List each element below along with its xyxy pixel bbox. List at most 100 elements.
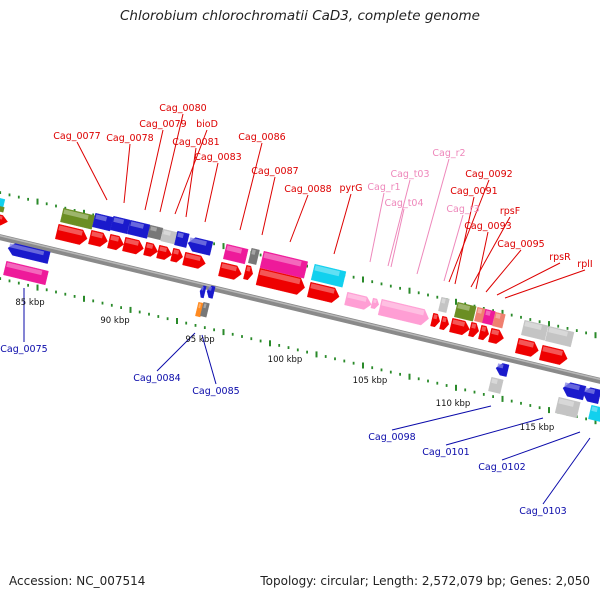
gene-highlight — [226, 245, 243, 254]
gene-highlight — [6, 262, 43, 276]
ruler-tick — [120, 306, 122, 309]
gene-feature — [482, 308, 496, 326]
gene-label: Cag_0079 — [139, 119, 186, 130]
gene-feature — [143, 241, 158, 257]
gene-highlight — [125, 238, 140, 246]
gene-feature — [7, 243, 51, 264]
label-leader-line — [496, 262, 561, 296]
scale-label: 90 kbp — [100, 316, 129, 326]
gene-feature — [521, 319, 549, 341]
gene-highlight — [91, 231, 104, 239]
gene-highlight — [497, 363, 504, 369]
label-leader-line — [485, 249, 522, 293]
ruler-tick — [566, 327, 569, 330]
ruler-tick — [222, 329, 225, 336]
gene-label: Cag_t03 — [390, 169, 429, 180]
gene-highlight — [457, 303, 471, 311]
gene-feature — [3, 260, 49, 286]
gene-highlight — [189, 237, 207, 246]
ruler-tick — [250, 337, 253, 341]
gene-highlight — [95, 214, 108, 222]
gene-feature — [377, 298, 429, 326]
gene-feature — [488, 376, 504, 394]
ruler-tick — [278, 344, 281, 347]
gene-arrow — [223, 243, 249, 265]
gene-feature — [554, 396, 581, 419]
gene-highlight — [9, 243, 45, 256]
topology-text: Topology: circular; Length: 2,572,079 bp… — [260, 574, 590, 588]
ruler-tick — [548, 407, 550, 414]
label-leader-line — [387, 179, 411, 267]
ruler-tick — [185, 321, 188, 325]
gene-label: Cag_0092 — [465, 169, 512, 180]
label-leader-line — [416, 158, 450, 275]
gene-feature — [170, 247, 183, 263]
gene-label: Cag_0103 — [519, 506, 566, 517]
gene-label: Cag_t04 — [384, 198, 423, 209]
gene-arrow — [430, 312, 441, 328]
gene-feature — [439, 315, 450, 331]
ruler-tick — [64, 292, 67, 296]
ruler-tick — [83, 209, 85, 216]
gene-highlight — [198, 303, 202, 309]
gene-label: Cag_0102 — [478, 462, 525, 473]
label-leader-line — [239, 142, 263, 231]
gene-highlight — [310, 283, 335, 294]
ruler-tick — [259, 253, 262, 257]
gene-feature — [182, 251, 206, 269]
gene-feature — [206, 285, 216, 299]
ruler-tick — [399, 286, 401, 290]
gene-feature — [88, 229, 108, 247]
label-leader-line — [504, 269, 586, 299]
gene-feature — [147, 224, 164, 241]
gene-highlight — [491, 329, 500, 336]
gene-label: rpsR — [549, 252, 571, 263]
gene-label: Cag_0086 — [238, 132, 285, 143]
ruler-tick — [241, 335, 243, 338]
gene-highlight — [58, 225, 83, 236]
ruler-tick — [352, 361, 355, 365]
gene-highlight — [381, 300, 425, 316]
gene-feature — [223, 243, 249, 265]
label-leader-line — [144, 129, 164, 211]
gene-feature — [310, 263, 347, 288]
label-leader-line — [390, 208, 405, 268]
ruler-tick — [352, 275, 355, 279]
label-leader-line — [391, 405, 492, 431]
gene-arrow — [492, 311, 506, 329]
ruler-tick — [73, 295, 76, 298]
gene-arrow — [92, 212, 114, 232]
ruler-tick — [83, 295, 85, 302]
gene-label: Cag_0098 — [368, 432, 415, 443]
gene-label: Cag_0083 — [194, 152, 241, 163]
label-leader-line — [501, 431, 581, 461]
ruler-tick — [231, 332, 234, 336]
ruler-tick — [306, 350, 308, 354]
gene-arrow — [243, 264, 253, 281]
ruler-tick — [380, 368, 383, 372]
ruler-tick — [194, 324, 197, 327]
ruler-tick — [213, 242, 215, 246]
gene-highlight — [591, 406, 598, 413]
gene-feature — [492, 311, 506, 329]
gene-highlight — [246, 266, 251, 272]
gene-highlight — [208, 286, 212, 291]
gene-highlight — [564, 382, 580, 391]
ruler-tick — [585, 331, 587, 335]
gene-feature — [430, 312, 441, 328]
ruler-tick — [492, 395, 494, 398]
ruler-tick — [492, 309, 494, 312]
genes — [0, 196, 600, 422]
gene-feature — [468, 321, 479, 338]
gene-feature — [248, 247, 260, 265]
label-leader-line — [448, 179, 490, 283]
ruler-tick — [538, 320, 541, 324]
gene-feature — [370, 297, 380, 309]
gene-feature — [107, 233, 124, 251]
label-leaders — [23, 113, 591, 505]
ruler-tick — [27, 283, 29, 287]
label-leader-line — [542, 437, 591, 505]
ruler-tick — [92, 299, 95, 303]
gene-arrow — [170, 247, 183, 263]
gene-feature — [0, 212, 8, 226]
